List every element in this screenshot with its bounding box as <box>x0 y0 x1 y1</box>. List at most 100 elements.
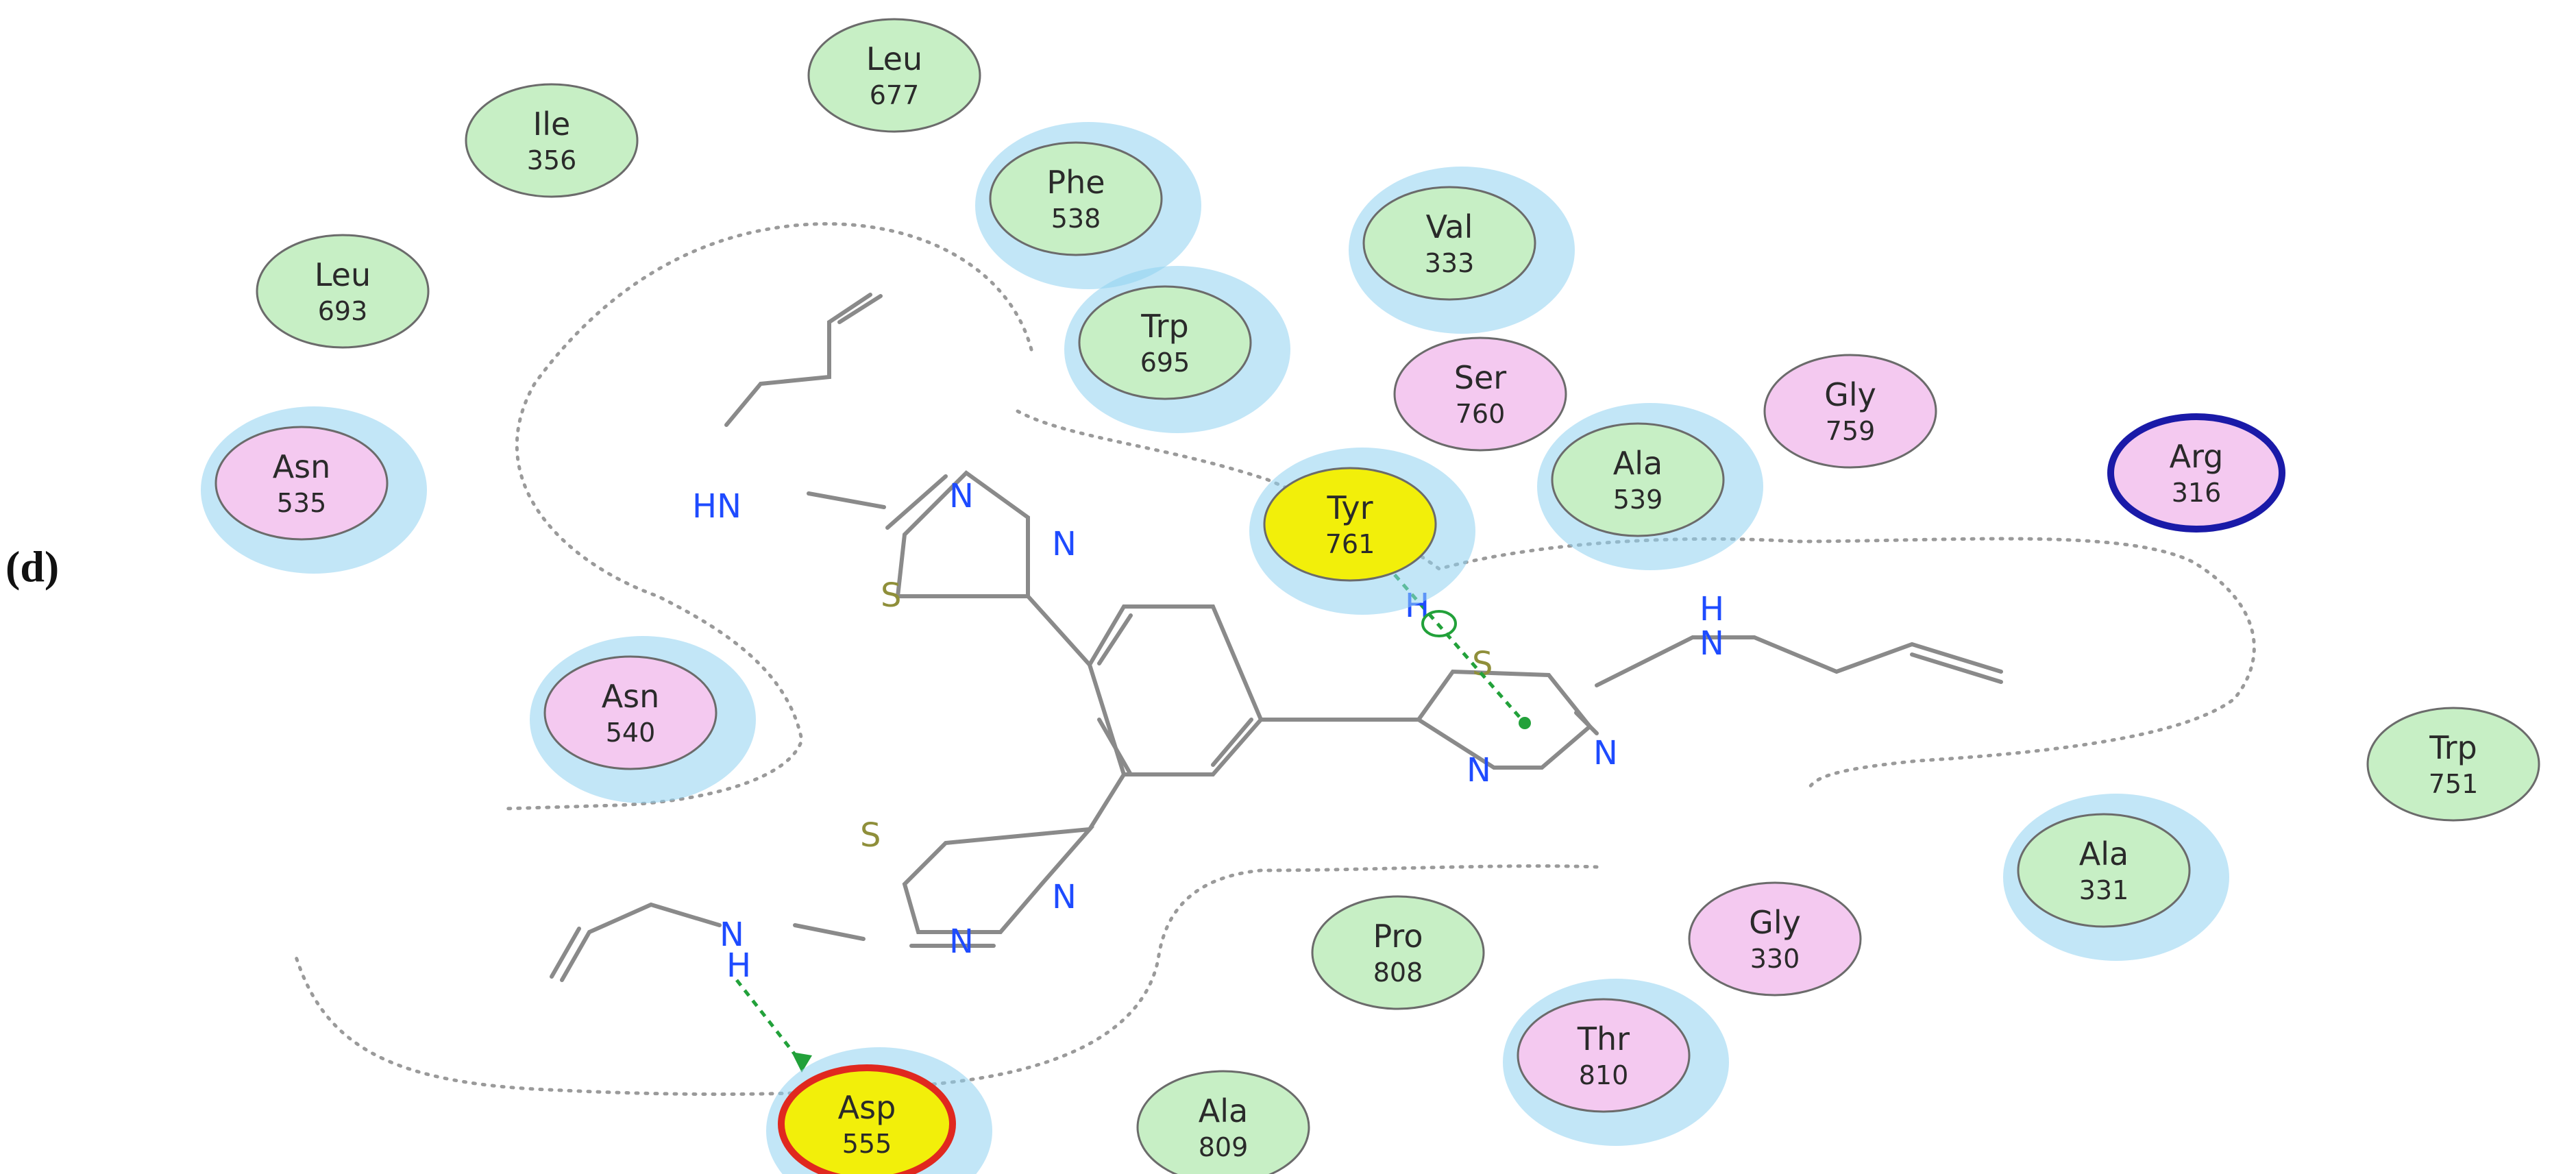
residue-disc <box>2366 707 2540 822</box>
residue-name: Gly <box>1824 376 1876 413</box>
residue-number: 695 <box>1140 347 1190 378</box>
hbond-asp555 <box>735 979 800 1060</box>
residue-disc <box>543 655 717 770</box>
residue-number: 333 <box>1425 248 1475 278</box>
residue-number: 331 <box>2079 875 2129 905</box>
atom-n-bottom-amine: N <box>720 916 744 954</box>
residue-name: Arg <box>2170 438 2224 475</box>
panel-label: (d) <box>5 542 60 591</box>
residue-name: Asn <box>602 678 660 715</box>
hbond-arrowhead-asp555 <box>792 1052 812 1073</box>
residue-number: 535 <box>277 488 327 518</box>
atom-n-bottom-2: N <box>949 922 974 961</box>
atom-n-right-2: N <box>1467 751 1491 790</box>
residue-disc <box>1078 285 1252 400</box>
residue-disc <box>989 141 1163 256</box>
residue-name: Gly <box>1749 904 1801 941</box>
atom-n-bottom-1: N <box>1052 878 1077 916</box>
interaction-point-tyr761 <box>1519 717 1531 729</box>
residue-name: Ala <box>1613 445 1663 482</box>
atom-s-top: S <box>881 576 901 615</box>
atom-h-bottom: H <box>726 946 751 985</box>
residue-name: Phe <box>1046 164 1105 201</box>
residue-disc <box>256 234 430 349</box>
residue-name: Asp <box>838 1089 896 1126</box>
residue-name: Ile <box>533 106 571 143</box>
atom-amine-top: HN <box>692 487 741 526</box>
atom-s-bottom: S <box>860 816 881 855</box>
residue-disc <box>1362 186 1536 301</box>
atom-n-top-1: N <box>949 477 974 515</box>
residue-number: 761 <box>1325 529 1375 559</box>
residue-number: 751 <box>2429 769 2479 799</box>
residue-number: 330 <box>1750 944 1800 974</box>
residue-disc <box>778 1064 956 1174</box>
atom-h-right: H <box>1700 590 1724 628</box>
ligand-bonds <box>550 293 2003 982</box>
residue-number: 759 <box>1826 416 1876 446</box>
residue-name: Tyr <box>1326 489 1373 526</box>
residue-disc <box>465 83 639 198</box>
residue-disc <box>1763 354 1937 469</box>
residue-number: 810 <box>1579 1060 1629 1090</box>
residue-number: 316 <box>2172 478 2222 508</box>
residue-number: 808 <box>1373 957 1423 988</box>
residue-disc <box>807 18 981 133</box>
residue-name: Leu <box>866 40 922 77</box>
residue-number: 555 <box>842 1129 892 1159</box>
residue-name: Ser <box>1454 359 1507 396</box>
residue-name: Asn <box>273 448 331 485</box>
residue-number: 677 <box>870 80 920 110</box>
hbond-tyr761 <box>1376 554 1526 724</box>
residue-name: Leu <box>315 256 371 293</box>
residue-name: Thr <box>1577 1020 1630 1057</box>
residue-number: 809 <box>1199 1132 1249 1162</box>
atom-n-right-amine: N <box>1700 624 1724 663</box>
residue-disc <box>2017 813 2191 928</box>
atom-n-top-2: N <box>1052 525 1077 563</box>
residue-name: Ala <box>1199 1092 1248 1129</box>
residue-name: Trp <box>2429 729 2477 766</box>
residue-number: 356 <box>527 145 577 175</box>
residue-name: Ala <box>2079 835 2129 872</box>
residue-disc <box>1311 895 1485 1010</box>
atom-n-right-1: N <box>1593 734 1618 772</box>
residue-number: 760 <box>1456 399 1506 429</box>
residue-name: Trp <box>1140 308 1188 345</box>
residue-disc <box>1393 337 1567 452</box>
residue-disc <box>1688 881 1862 996</box>
residue-number: 540 <box>606 718 656 748</box>
residue-number: 538 <box>1051 204 1101 234</box>
residue-disc <box>1136 1070 1310 1174</box>
residue-name: Val <box>1426 208 1473 245</box>
residue-disc <box>1551 422 1725 537</box>
residue-number: 693 <box>318 296 368 326</box>
residue-disc <box>2107 413 2285 533</box>
residue-number: 539 <box>1613 485 1663 515</box>
residue-disc <box>1263 467 1437 582</box>
residue-disc <box>214 426 389 541</box>
aromatic-ring-marker <box>1421 610 1457 637</box>
